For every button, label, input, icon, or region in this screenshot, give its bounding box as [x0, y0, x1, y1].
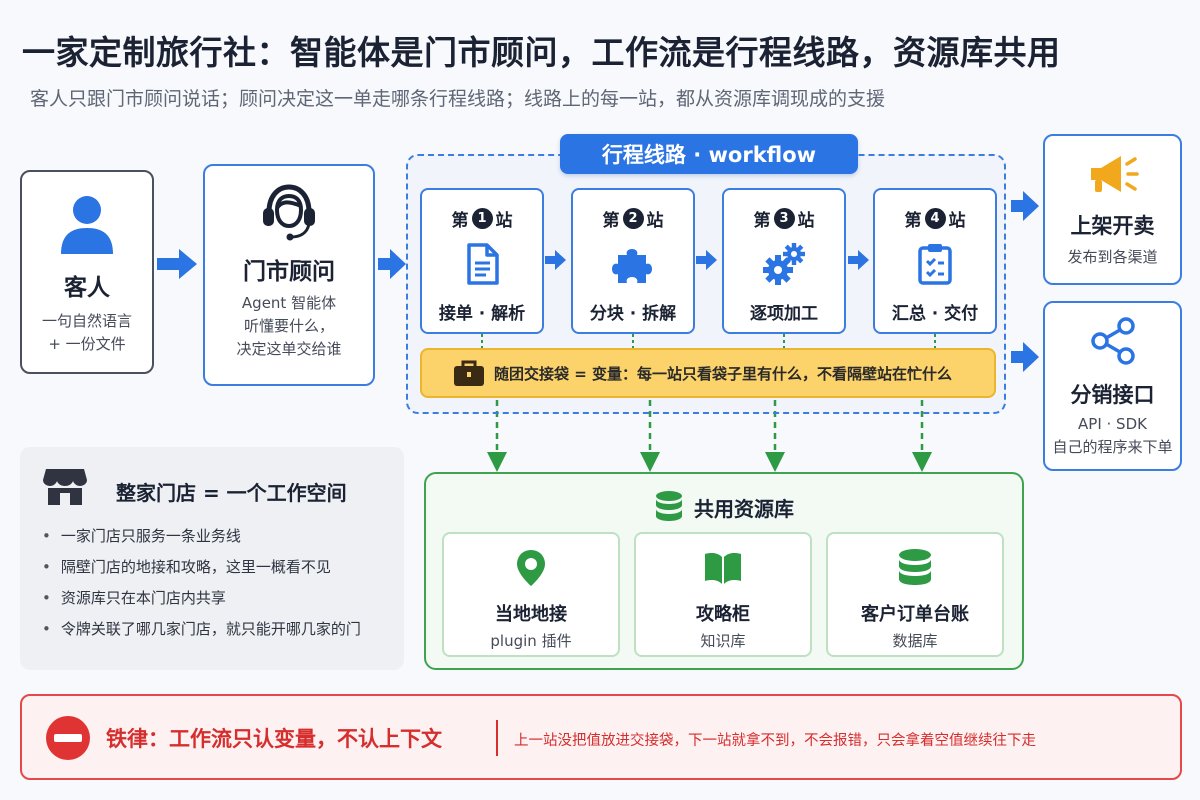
- arrow-consultant-to-workflow: [378, 249, 406, 279]
- resource-library-box: 共用资源库 当地地接 plugin 插件 攻略柜 知识库 客户订单台账 数据库: [424, 472, 1024, 670]
- resource-library-title: 共用资源库: [694, 496, 794, 521]
- document-icon: [467, 243, 499, 285]
- consultant-desc-3: 决定这单交给谁: [236, 340, 342, 358]
- workflow-step-4: 第 4 站 汇总 · 交付: [873, 188, 997, 334]
- step-label: 逐项加工: [750, 304, 818, 324]
- handoff-bag-bar: 随团交接袋 = 变量：每一站只看袋子里有什么，不看隔壁站在忙什么: [420, 348, 996, 398]
- listing-box: 上架开卖 发布到各渠道: [1043, 134, 1182, 285]
- workspace-box: 整家门店 = 一个工作空间 一家门店只服务一条业务线 隔壁门店的地接和攻略，这里…: [20, 447, 404, 670]
- resource-card-name: 当地地接: [495, 604, 567, 625]
- listing-desc: 发布到各渠道: [1067, 248, 1158, 266]
- step-number-badge: 2: [622, 208, 644, 229]
- map-pin-icon: [517, 550, 545, 586]
- resource-card-guidebook: 攻略柜 知识库: [634, 532, 812, 657]
- consultant-desc-2: 听懂要什么，: [243, 317, 334, 335]
- consultant-desc-1: Agent 智能体: [241, 294, 337, 312]
- workspace-list: 一家门店只服务一条业务线 隔壁门店的地接和攻略，这里一概看不见 资源库只在本门店…: [42, 521, 361, 645]
- workflow-step-3: 第 3 站 逐项加工: [722, 188, 846, 334]
- resource-card-sub: 知识库: [700, 632, 746, 650]
- arrow-workflow-to-api: [1011, 342, 1039, 372]
- clipboard-check-icon: [918, 244, 952, 285]
- storefront-icon: [43, 469, 87, 505]
- workspace-title: 整家门店 = 一个工作空间: [116, 481, 347, 505]
- resource-card-name: 客户订单台账: [861, 604, 969, 625]
- iron-rule-desc: 上一站没把值放进交接袋，下一站就拿不到，不会报错，只会拿着空值继续往下走: [514, 733, 1036, 749]
- step-number-badge: 1: [471, 208, 493, 229]
- resource-card-sub: 数据库: [892, 632, 938, 650]
- step-number-badge: 3: [773, 208, 795, 229]
- customer-desc-2: + 一份文件: [48, 335, 126, 353]
- resource-card-local-guide: 当地地接 plugin 插件: [442, 532, 620, 657]
- megaphone-icon: [1090, 156, 1139, 192]
- headset-agent-icon: [263, 184, 315, 241]
- consultant-box: 门市顾问 Agent 智能体 听懂要什么， 决定这单交给谁: [203, 164, 375, 386]
- api-box: 分销接口 API · SDK 自己的程序来下单: [1043, 301, 1182, 471]
- list-item: 隔壁门店的地接和攻略，这里一概看不见: [42, 552, 361, 583]
- briefcase-icon: [454, 360, 484, 386]
- share-icon: [1090, 317, 1135, 365]
- api-title: 分销接口: [1070, 383, 1155, 407]
- resource-card-order-ledger: 客户订单台账 数据库: [826, 532, 1004, 657]
- workflow-step-2: 第 2 站 分块 · 拆解: [571, 188, 695, 334]
- page-subtitle: 客人只跟门市顾问说话；顾问决定这一单走哪条行程线路；线路上的每一站，都从资源库调…: [30, 88, 886, 110]
- list-item: 一家门店只服务一条业务线: [42, 521, 361, 552]
- arrow-customer-to-consultant: [157, 249, 197, 279]
- customer-desc-1: 一句自然语言: [41, 312, 132, 330]
- puzzle-icon: [612, 249, 652, 283]
- workflow-label: 行程线路 · workflow: [560, 134, 858, 174]
- step-label: 分块 · 拆解: [589, 304, 677, 324]
- resource-card-sub: plugin 插件: [490, 632, 572, 650]
- customer-box: 客人 一句自然语言 + 一份文件: [20, 170, 154, 374]
- customer-title: 客人: [64, 275, 110, 301]
- api-desc-2: 自己的程序来下单: [1052, 438, 1173, 456]
- list-item: 资源库只在本门店内共享: [42, 583, 361, 614]
- iron-rule-banner: 铁律：工作流只认变量，不认上下文 上一站没把值放进交接袋，下一站就拿不到，不会报…: [20, 694, 1182, 780]
- no-entry-icon: [46, 716, 90, 760]
- step-number-badge: 4: [924, 208, 946, 229]
- open-book-icon: [705, 553, 741, 584]
- person-icon: [61, 196, 113, 254]
- resource-card-name: 攻略柜: [696, 604, 750, 625]
- iron-rule-title: 铁律：工作流只认变量，不认上下文: [106, 727, 442, 751]
- gears-icon: [763, 243, 805, 285]
- workflow-step-1: 第 1 站 接单 · 解析: [420, 188, 544, 334]
- database-icon: [656, 491, 682, 521]
- arrow-workflow-to-listing: [1011, 191, 1039, 221]
- divider: [496, 720, 498, 756]
- list-item: 令牌关联了哪几家门店，就只能开哪几家的门: [42, 614, 361, 645]
- listing-title: 上架开卖: [1070, 214, 1155, 238]
- handoff-bag-text: 随团交接袋 = 变量：每一站只看袋子里有什么，不看隔壁站在忙什么: [494, 364, 953, 383]
- database-icon: [899, 549, 931, 585]
- step-label: 接单 · 解析: [438, 304, 526, 324]
- consultant-title: 门市顾问: [243, 259, 335, 285]
- step-label: 汇总 · 交付: [891, 304, 979, 324]
- page-title: 一家定制旅行社：智能体是门市顾问，工作流是行程线路，资源库共用: [22, 33, 1061, 72]
- api-desc-1: API · SDK: [1078, 415, 1147, 433]
